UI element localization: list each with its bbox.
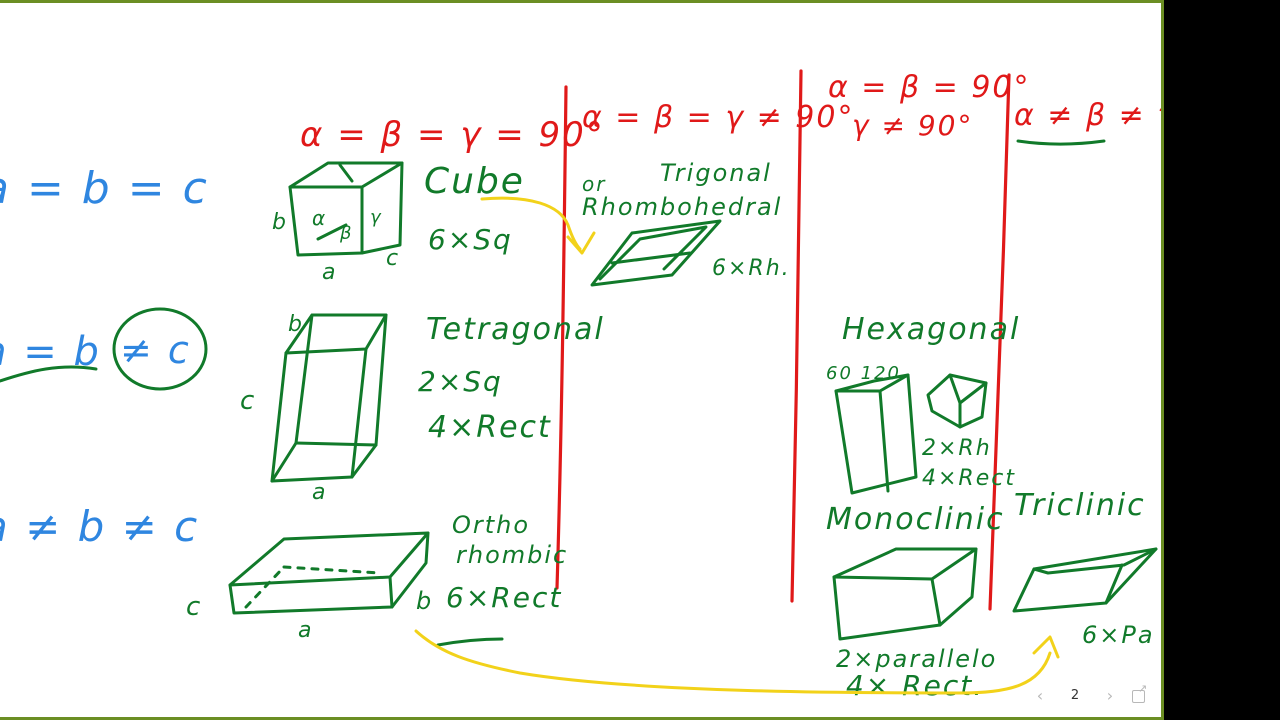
yellow-arrow-cube-to-rhombo (480, 196, 582, 251)
tetragonal-faces1: 2×Sq (418, 365, 503, 398)
next-page-button[interactable]: › (1106, 685, 1114, 705)
orthorhombic-drawing (228, 531, 430, 615)
orthorhombic-edge-a: a (298, 618, 313, 643)
cube-name: Cube (424, 161, 525, 202)
cube-edge-c: c (386, 246, 400, 271)
header-col3-line2: γ ≠ 90° (852, 109, 973, 142)
orthorhombic-edge-b: b (416, 587, 433, 615)
orthorhombic-name2: rhombic (456, 541, 568, 569)
cube-edge-b: b (272, 210, 288, 235)
prev-page-button[interactable]: ‹ (1036, 685, 1044, 705)
tetragonal-name: Tetragonal (426, 312, 605, 347)
trigonal-name1: Trigonal (660, 159, 772, 187)
rhombohedron-drawing (590, 219, 722, 287)
share-icon[interactable] (1130, 682, 1150, 703)
condition-row1: a = b = c (0, 163, 209, 214)
cube-faces: 6×Sq (428, 223, 513, 256)
page-number: 2 (1070, 687, 1080, 703)
tetragonal-faces2: 4×Rect (428, 410, 552, 445)
yellow-arrowhead-2 (1032, 635, 1060, 659)
triclinic-faces: 6×Pa (1082, 621, 1155, 649)
tetragonal-edge-b: b (288, 312, 304, 337)
monoclinic-name: Monoclinic (826, 502, 1005, 537)
condition-row2-ne: ≠ c (120, 328, 191, 372)
orthorhombic-name1: Ortho (452, 511, 530, 539)
whiteboard-canvas: α = β = γ = 90° α = β = γ ≠ 90° α = β = … (0, 0, 1164, 720)
header-col4: α ≠ β ≠ γ (1014, 98, 1161, 133)
hexagonal-faces2: 4×Rect (922, 466, 1016, 491)
header-col3-line1: α = β = 90° (828, 70, 1031, 105)
divider-line-2 (790, 69, 803, 603)
page-navigator: ‹ 2 › (1030, 681, 1150, 709)
board-drawing: α = β = γ = 90° α = β = γ ≠ 90° α = β = … (0, 69, 1161, 702)
tetragonal-drawing (270, 313, 388, 483)
orthorhombic-underline (436, 637, 504, 647)
trigonal-faces: 6×Rh. (712, 256, 791, 281)
tetragonal-edge-a: a (312, 480, 327, 505)
divider-line-1 (555, 85, 568, 590)
cube-edge-a: a (322, 260, 337, 285)
divider-line-3 (988, 73, 1011, 611)
condition-row2-circle (112, 307, 208, 391)
trigonal-prefix: or (582, 172, 606, 196)
orthorhombic-edge-c: c (186, 592, 202, 622)
hexagonal-angles: 60 120 (826, 363, 901, 384)
monoclinic-drawing (832, 547, 978, 641)
monoclinic-faces2: 4× Rect. (846, 669, 984, 702)
triclinic-drawing (1012, 547, 1158, 613)
condition-row3: a ≠ b ≠ c (0, 502, 199, 551)
condition-row2-underline (0, 365, 98, 383)
header-col2: α = β = γ ≠ 90° (582, 100, 854, 135)
monoclinic-faces1: 2×parallelo (836, 645, 997, 673)
cube-drawing (288, 161, 404, 257)
orthorhombic-faces: 6×Rect (446, 581, 562, 614)
triclinic-name: Triclinic (1014, 488, 1146, 523)
yellow-arrowhead-1 (566, 231, 596, 255)
header-col1: α = β = γ = 90° (300, 115, 605, 155)
header-col4-underline (1016, 139, 1106, 146)
cube-beta: β (339, 223, 354, 244)
hexagonal-faces1: 2×Rh (922, 436, 992, 461)
cube-gamma: γ (370, 207, 383, 228)
hexagonal-drawing (834, 373, 988, 495)
trigonal-name2: Rhombohedral (582, 193, 782, 221)
cube-alpha: α (312, 206, 327, 230)
hexagonal-name: Hexagonal (842, 312, 1020, 347)
tetragonal-edge-c: c (240, 386, 256, 416)
yellow-arrow-ortho-to-triclinic (414, 629, 1052, 695)
